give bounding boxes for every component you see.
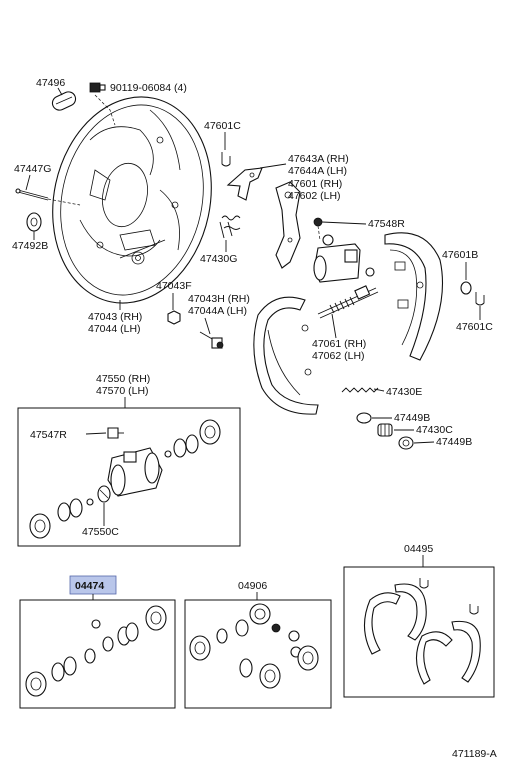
label-47430g: 47430G bbox=[200, 253, 237, 265]
kit-04474-box bbox=[19, 599, 176, 709]
part-47601-lever[interactable] bbox=[275, 181, 301, 269]
diagram-id: 471189-A bbox=[452, 748, 497, 760]
label-47643a: 47643A (RH) bbox=[288, 153, 349, 165]
wheel-cylinder-kit-box bbox=[17, 407, 241, 547]
label-47447g: 47447G bbox=[14, 163, 51, 175]
label-47061: 47061 (RH) bbox=[312, 338, 366, 350]
part-47492b-cup[interactable] bbox=[26, 212, 42, 232]
label-90119: 90119-06084 (4) bbox=[110, 82, 187, 94]
label-47044a: 47044A (LH) bbox=[188, 305, 247, 317]
part-47548r-spring[interactable] bbox=[313, 217, 323, 227]
part-90119-bolt[interactable] bbox=[89, 82, 106, 93]
label-47043f: 47043F bbox=[156, 280, 192, 292]
label-47043: 47043 (RH) bbox=[88, 311, 142, 323]
part-47061-adjuster[interactable] bbox=[317, 285, 379, 319]
kit-04495-box bbox=[343, 566, 495, 698]
label-47547r: 47547R bbox=[30, 429, 67, 441]
label-47430e: 47430E bbox=[386, 386, 422, 398]
part-47601b-pin[interactable] bbox=[460, 281, 472, 295]
part-47430g-spring[interactable] bbox=[219, 215, 241, 239]
label-47601c-top: 47601C bbox=[204, 120, 241, 132]
part-47447g-pin[interactable] bbox=[15, 188, 49, 201]
backing-plate[interactable] bbox=[34, 82, 230, 318]
part-brake-shoe-right[interactable] bbox=[384, 232, 444, 361]
part-brake-shoe-left[interactable] bbox=[253, 296, 319, 415]
label-47550: 47550 (RH) bbox=[96, 373, 150, 385]
label-04906: 04906 bbox=[238, 580, 267, 592]
label-47496: 47496 bbox=[36, 77, 65, 89]
kit-04474-parts[interactable] bbox=[25, 605, 167, 697]
part-piston-left-set[interactable] bbox=[29, 498, 94, 539]
label-47601: 47601 (RH) bbox=[288, 178, 342, 190]
part-47449b-cup-top[interactable] bbox=[356, 412, 372, 424]
label-47449b-bot: 47449B bbox=[436, 436, 472, 448]
part-wheel-cylinder-main[interactable] bbox=[313, 234, 375, 283]
part-47643a-lever[interactable] bbox=[226, 167, 263, 201]
kit-04906-box bbox=[184, 599, 332, 709]
kit-04495-parts[interactable] bbox=[363, 578, 481, 685]
part-47430c-spring[interactable] bbox=[377, 423, 393, 437]
kit-04906-parts[interactable] bbox=[189, 603, 319, 689]
part-47547r-bleeder[interactable] bbox=[107, 427, 124, 439]
label-47601b: 47601B bbox=[442, 249, 478, 261]
part-47449b-cup-bottom[interactable] bbox=[398, 436, 414, 450]
label-04474[interactable]: 04474 bbox=[75, 580, 104, 592]
label-47644a: 47644A (LH) bbox=[288, 165, 347, 177]
part-47601c-clip-top[interactable] bbox=[221, 152, 231, 167]
label-47550c: 47550C bbox=[82, 526, 119, 538]
label-47062: 47062 (LH) bbox=[312, 350, 365, 362]
part-wheel-cylinder-body[interactable] bbox=[107, 447, 163, 497]
part-piston-right-set[interactable] bbox=[164, 419, 221, 458]
label-47449b-top: 47449B bbox=[394, 412, 430, 424]
part-47601c-clip-right[interactable] bbox=[475, 292, 485, 306]
label-47044: 47044 (LH) bbox=[88, 323, 141, 335]
part-47043h-bleeder[interactable] bbox=[199, 331, 224, 349]
label-47492b: 47492B bbox=[12, 240, 48, 252]
label-47570: 47570 (LH) bbox=[96, 385, 149, 397]
label-47043h: 47043H (RH) bbox=[188, 293, 250, 305]
part-47550c-spring[interactable] bbox=[97, 485, 111, 503]
label-47430c: 47430C bbox=[416, 424, 453, 436]
label-47602: 47602 (LH) bbox=[288, 190, 341, 202]
part-47496-plug[interactable] bbox=[50, 90, 78, 113]
label-47601c-right: 47601C bbox=[456, 321, 493, 333]
label-47548r: 47548R bbox=[368, 218, 405, 230]
part-47043f-nut[interactable] bbox=[167, 310, 181, 325]
label-04495: 04495 bbox=[404, 543, 433, 555]
part-47430e-spring[interactable] bbox=[341, 387, 379, 393]
